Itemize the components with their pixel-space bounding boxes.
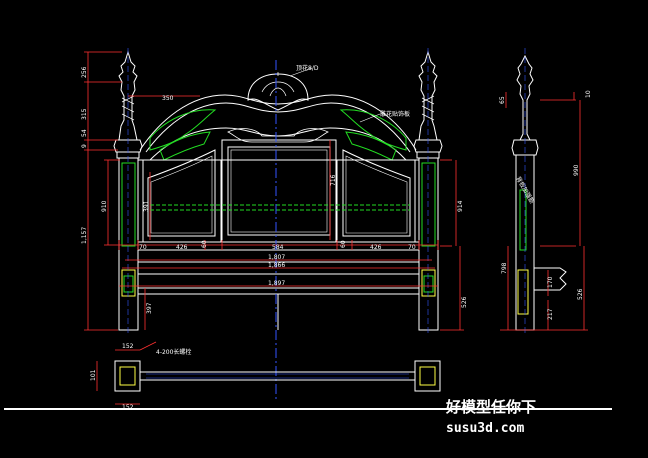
dim-w-60a: 60 (201, 240, 208, 248)
dim-top-left-3: 54 (81, 129, 88, 137)
dim-w-426a: 426 (176, 244, 188, 251)
side-rail-cut (534, 267, 567, 291)
right-panel (342, 149, 411, 237)
center-ornament (227, 128, 329, 143)
dim-side-lower: 798 (501, 262, 508, 274)
left-brace-green (123, 275, 134, 293)
side-back-board (519, 189, 527, 251)
dim-w-584: 584 (272, 244, 284, 251)
right-post-section (414, 360, 441, 392)
dim-bottom-gap: 397 (146, 302, 153, 314)
dim-side-rail: 170 (547, 276, 554, 288)
dim-side-head: 10 (585, 90, 592, 98)
side-rail-hatch (517, 269, 529, 315)
right-panel-frame (336, 159, 416, 243)
dim-w-70a: 70 (139, 244, 147, 251)
left-carving-applique-2 (159, 131, 211, 161)
crown-carving-detail (261, 72, 295, 97)
left-post-section-inner (119, 366, 136, 386)
dim-side-foot: 217 (547, 308, 554, 320)
watermark: 好模型任你下 susu3d.com (445, 398, 536, 436)
note-side-carving: 雕花贴饰板 (380, 110, 410, 118)
dim-panel-inner: 391 (143, 200, 150, 212)
dim-side-top: 65 (499, 96, 506, 104)
left-panel (147, 149, 216, 237)
center-panel-frame (221, 139, 337, 243)
left-finial-spiral (121, 95, 135, 121)
dim-top-left-1: 256 (81, 66, 88, 78)
left-post-section (114, 360, 141, 392)
dim-right-height-1: 914 (457, 200, 464, 212)
crown-arch-outer (139, 94, 417, 151)
right-brace-hatch (421, 269, 436, 297)
side-dimension-lines (500, 92, 588, 331)
plan-section (114, 360, 441, 392)
crown-carving (247, 73, 309, 111)
dim-post-side: 101 (90, 369, 97, 381)
right-finial-spiral (421, 95, 435, 121)
note-crown-carving: 顶花8/D (296, 64, 319, 72)
dim-post-bottom: 152 (122, 404, 134, 411)
left-post-panel (121, 162, 136, 247)
right-brace-green (423, 275, 434, 293)
plan-dimension-lines (96, 341, 157, 405)
dim-span-1: 1,807 (268, 254, 285, 261)
dim-top-left-2: 315 (81, 108, 88, 120)
dim-right-height-2: 526 (461, 296, 468, 308)
dim-side-base: 526 (577, 288, 584, 300)
left-brace-hatch (121, 269, 136, 297)
dimension-labels: 256 315 54 9 1,157 910 391 716 914 526 3… (81, 66, 592, 411)
dim-crown-span: 350 (162, 95, 174, 102)
bottom-legs (138, 293, 419, 330)
dim-side-main: 990 (573, 164, 580, 176)
right-carving-applique (339, 109, 407, 151)
front-elevation (113, 50, 443, 331)
dim-w-60b: 60 (340, 240, 347, 248)
dim-w-70b: 70 (408, 244, 416, 251)
dim-top-left-4: 9 (81, 144, 88, 148)
dim-w-426b: 426 (370, 244, 382, 251)
dim-center-height: 716 (330, 174, 337, 186)
note-bolt: 4-200长螺栓 (156, 348, 191, 356)
dimension-lines (84, 51, 464, 331)
dim-left-total: 1,157 (81, 227, 88, 244)
watermark-line2: susu3d.com (446, 421, 524, 436)
dim-left-panel: 910 (101, 200, 108, 212)
left-panel-frame (142, 159, 222, 243)
dim-span-2: 1,866 (268, 262, 285, 269)
right-carving-applique-2 (345, 131, 397, 161)
watermark-line1: 好模型任你下 (445, 398, 536, 416)
right-panel-inner (345, 155, 408, 234)
side-elevation (511, 54, 567, 331)
side-post-cap (511, 139, 539, 156)
dim-post-top: 152 (122, 343, 134, 350)
dim-span-total: 1,897 (268, 280, 285, 287)
left-panel-inner (150, 155, 213, 234)
left-post-cap (113, 139, 143, 153)
right-post-section-inner (419, 366, 436, 386)
right-post-panel (421, 162, 436, 247)
center-panel-inner (230, 149, 328, 233)
left-carving-applique (149, 109, 217, 151)
